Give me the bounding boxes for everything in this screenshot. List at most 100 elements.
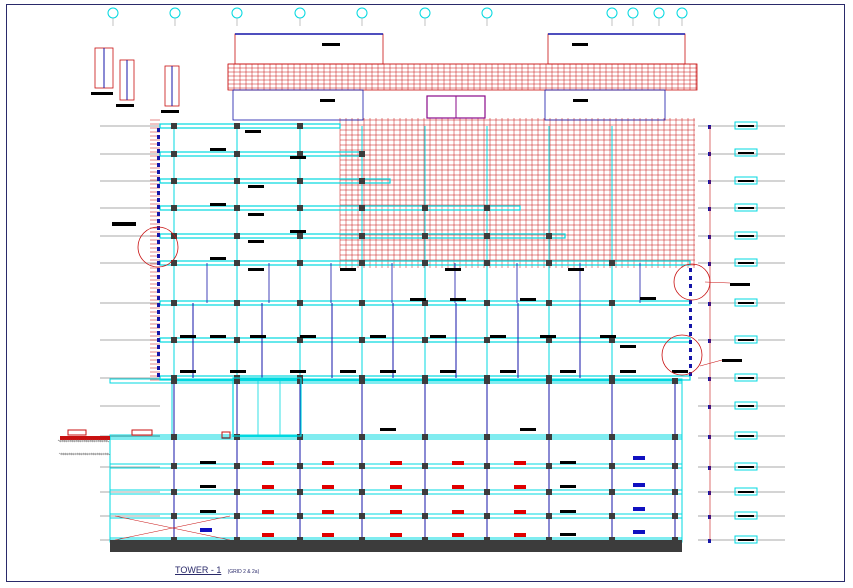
edge-mark xyxy=(157,268,160,272)
plant-room-right xyxy=(544,89,666,121)
soil-mark xyxy=(86,452,91,456)
edge-mark xyxy=(157,135,160,139)
edge-mark xyxy=(157,254,160,258)
soil-mark xyxy=(99,439,104,443)
edge-mark xyxy=(157,205,160,209)
podium-column-head xyxy=(484,463,490,469)
foundation-slab xyxy=(57,439,682,552)
podium-column-head xyxy=(171,463,177,469)
column-head xyxy=(171,260,177,266)
car-label xyxy=(514,510,526,514)
column-head xyxy=(297,151,303,157)
podium-column-head xyxy=(297,434,303,440)
detail-sketches xyxy=(91,47,750,362)
level-tag xyxy=(734,148,758,157)
room-label xyxy=(300,335,316,338)
edge-mark xyxy=(157,331,160,335)
room-label xyxy=(290,230,306,233)
level-tag-text xyxy=(738,539,754,541)
drawing-frame xyxy=(6,4,845,582)
edge-mark xyxy=(689,364,692,368)
detail-callout xyxy=(661,334,703,376)
edge-mark xyxy=(157,303,160,307)
side-label xyxy=(112,222,136,226)
room-label xyxy=(520,298,536,301)
floor-slab xyxy=(159,178,391,184)
soil-mark xyxy=(104,452,109,456)
podium-column-head xyxy=(234,489,240,495)
podium-label xyxy=(560,461,576,464)
column-head xyxy=(484,233,490,239)
plant-label xyxy=(320,99,335,102)
roof-label xyxy=(322,43,340,46)
podium-column-head xyxy=(672,434,678,440)
tower-floors xyxy=(157,123,692,381)
soil-mark xyxy=(58,452,63,456)
edge-mark xyxy=(157,219,160,223)
room-label xyxy=(410,298,426,301)
podium-column-head xyxy=(359,513,365,519)
podium-column-head xyxy=(546,463,552,469)
edge-mark xyxy=(157,233,160,237)
soil-mark xyxy=(83,439,88,443)
soil-mark xyxy=(60,452,65,456)
podium-label xyxy=(520,428,536,431)
level-tag-text xyxy=(738,491,754,493)
column-head xyxy=(422,337,428,343)
level-tag xyxy=(734,203,758,212)
edge-mark xyxy=(157,156,160,160)
roof-structure xyxy=(232,33,686,121)
podium-label xyxy=(200,510,216,513)
column-head xyxy=(297,205,303,211)
podium-label xyxy=(560,485,576,488)
level-tag-mark xyxy=(708,262,711,266)
soil-mark xyxy=(102,452,107,456)
edge-mark xyxy=(157,373,160,377)
level-tag-mark xyxy=(708,515,711,519)
edge-mark xyxy=(157,226,160,230)
column-head xyxy=(171,178,177,184)
room-label xyxy=(245,130,261,133)
car-label xyxy=(514,485,526,489)
crown-outline xyxy=(227,63,698,91)
grid-bubble xyxy=(419,7,431,19)
room-label xyxy=(450,298,466,301)
edge-mark xyxy=(689,356,692,360)
podium-column-head xyxy=(484,378,490,384)
grid-bubble xyxy=(169,7,181,19)
column-head xyxy=(609,337,615,343)
room-label xyxy=(440,370,456,373)
column-head xyxy=(359,260,365,266)
podium-column-head xyxy=(672,463,678,469)
podium-column-head xyxy=(546,378,552,384)
column-head xyxy=(422,233,428,239)
car-label xyxy=(322,461,334,465)
level-tag-text xyxy=(738,152,754,154)
drawing-title: TOWER - 1 xyxy=(175,565,222,575)
column-head xyxy=(546,337,552,343)
soil-mark xyxy=(95,439,100,443)
edge-mark xyxy=(157,366,160,370)
soil-mark xyxy=(72,452,77,456)
level-tag-text xyxy=(738,235,754,237)
podium-column-head xyxy=(546,434,552,440)
podium-column-head xyxy=(422,378,428,384)
grid-bubble xyxy=(676,7,688,19)
column-head xyxy=(171,233,177,239)
room-label xyxy=(445,268,461,271)
plant-room-left xyxy=(232,89,364,121)
podium-column-head xyxy=(546,489,552,495)
soil-mark xyxy=(106,452,111,456)
car-label xyxy=(390,461,402,465)
car-label xyxy=(514,461,526,465)
column-head xyxy=(359,300,365,306)
soil-mark xyxy=(91,439,96,443)
edge-mark xyxy=(157,261,160,265)
column-head xyxy=(359,178,365,184)
podium-column-head xyxy=(297,378,303,384)
edge-mark xyxy=(157,212,160,216)
level-tag-mark xyxy=(708,491,711,495)
podium-column-head xyxy=(422,513,428,519)
ground-tag xyxy=(221,431,231,439)
podium-column-head xyxy=(234,434,240,440)
